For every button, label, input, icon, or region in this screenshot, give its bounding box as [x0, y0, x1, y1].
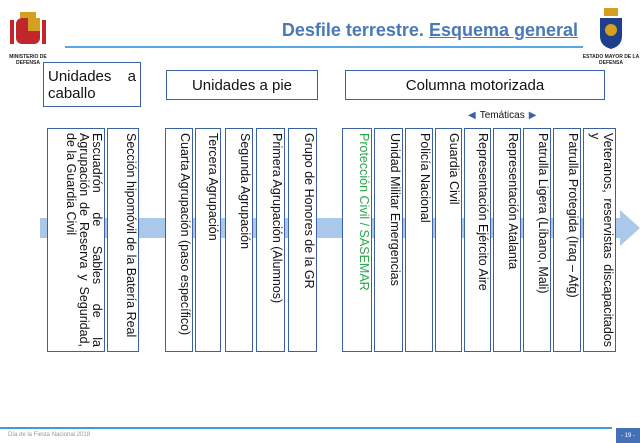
group-foot-units: Unidades a pie: [166, 70, 318, 100]
column-proteccion-civil: Protección Civil / SASEMAR: [342, 128, 372, 352]
column-tercera-agrupacion: Tercera Agrupación: [195, 128, 221, 352]
group-horse-units: Unidades a caballo: [43, 62, 141, 107]
column-atalanta: Representación Atalanta: [493, 128, 521, 352]
column-ume: Unidad Militar Emergencias: [374, 128, 403, 352]
page-title: Desfile terrestre. Esquema general: [281, 20, 578, 40]
column-cuarta-agrupacion: Cuarta Agrupación (paso específico): [165, 128, 193, 352]
emad-caption: ESTADO MAYOR DE LA DEFENSA: [582, 54, 640, 66]
column-segunda-agrupacion: Segunda Agrupación: [225, 128, 253, 352]
column-patrulla-protegida: Patrulla Protegida (Iraq – Afg): [553, 128, 581, 352]
emad-emblem-logo: [596, 6, 626, 50]
arrow-right-icon: ▶: [528, 110, 537, 121]
tematicas-label: ◀ Temáticas ▶: [468, 110, 537, 121]
column-policia-nacional: Policía Nacional: [405, 128, 433, 352]
column-ejercito-aire: Representación Ejército Aire: [464, 128, 491, 352]
header-divider: [65, 46, 583, 48]
column-seccion-hipomovil: Sección hipomóvil de la Batería Real: [107, 128, 139, 352]
column-grupo-honores: Grupo de Honores de la GR: [288, 128, 317, 352]
page-number: - 19 -: [616, 428, 640, 443]
column-primera-agrupacion: Primera Agrupación (Alumnos): [256, 128, 285, 352]
column-guardia-civil: Guardia Civil: [435, 128, 462, 352]
ministry-caption: MINISTERIO DE DEFENSA: [9, 54, 47, 66]
column-patrulla-ligera: Patrulla Ligera (Líbano, Mali): [523, 128, 551, 352]
column-veteranos: Veteranos, reservistas discapacitados y: [583, 128, 616, 352]
footer-divider: [0, 427, 612, 429]
arrow-left-icon: ◀: [468, 110, 476, 121]
ministry-coat-of-arms-logo: [8, 8, 48, 52]
column-escuadron-sables: Escuadrón de Sables de la Agrupación de …: [47, 128, 105, 352]
group-motorized-column: Columna motorizada: [345, 70, 605, 100]
footer-text: Día de la Fiesta Nacional 2018: [8, 432, 91, 438]
